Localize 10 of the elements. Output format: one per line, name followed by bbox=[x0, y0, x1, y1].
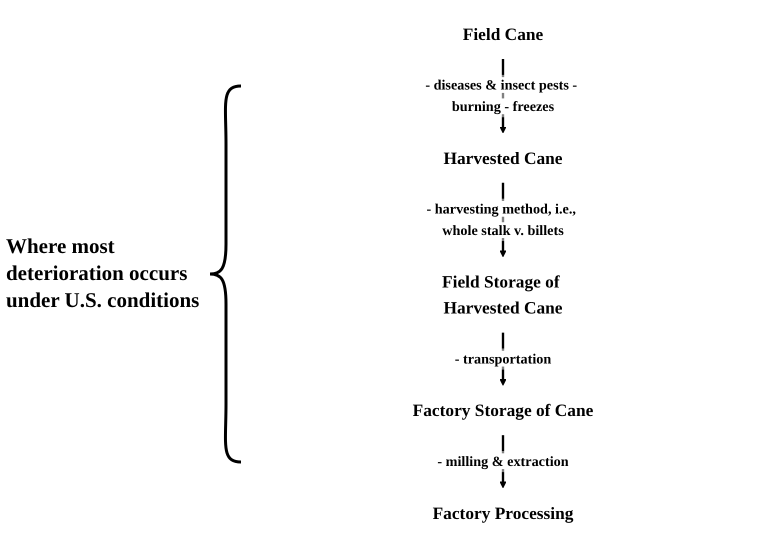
node-text: Factory Processing bbox=[432, 502, 574, 523]
edge-label: - harvesting method, i.e., whole stalk v. billets bbox=[426, 200, 576, 238]
node-text: Field Storage of Harvested Cane bbox=[442, 272, 563, 318]
edge-label: - milling & extraction bbox=[437, 453, 569, 470]
edge-label: - diseases & insect pests - burning - freezes bbox=[425, 77, 578, 114]
edge-label: - transportation bbox=[454, 350, 552, 367]
node-text: Factory Storage of Cane bbox=[412, 400, 594, 420]
node-text: Field Cane bbox=[462, 24, 544, 44]
bracket-note: Where most deterioration occurs under U.S. conditions bbox=[6, 232, 200, 314]
node-text: Harvested Cane bbox=[443, 148, 563, 168]
